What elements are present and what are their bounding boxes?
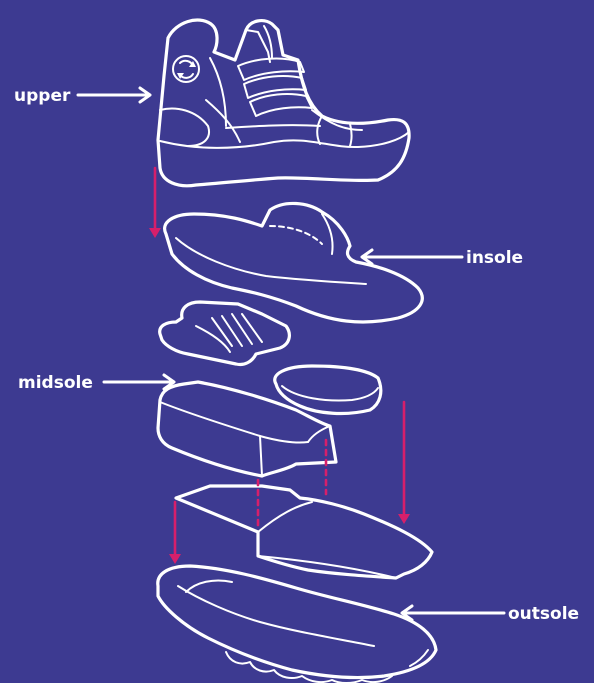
label-upper: upper [14, 86, 71, 106]
label-insole: insole [466, 248, 523, 268]
label-outsole: outsole [508, 604, 579, 624]
label-midsole: midsole [18, 373, 93, 393]
